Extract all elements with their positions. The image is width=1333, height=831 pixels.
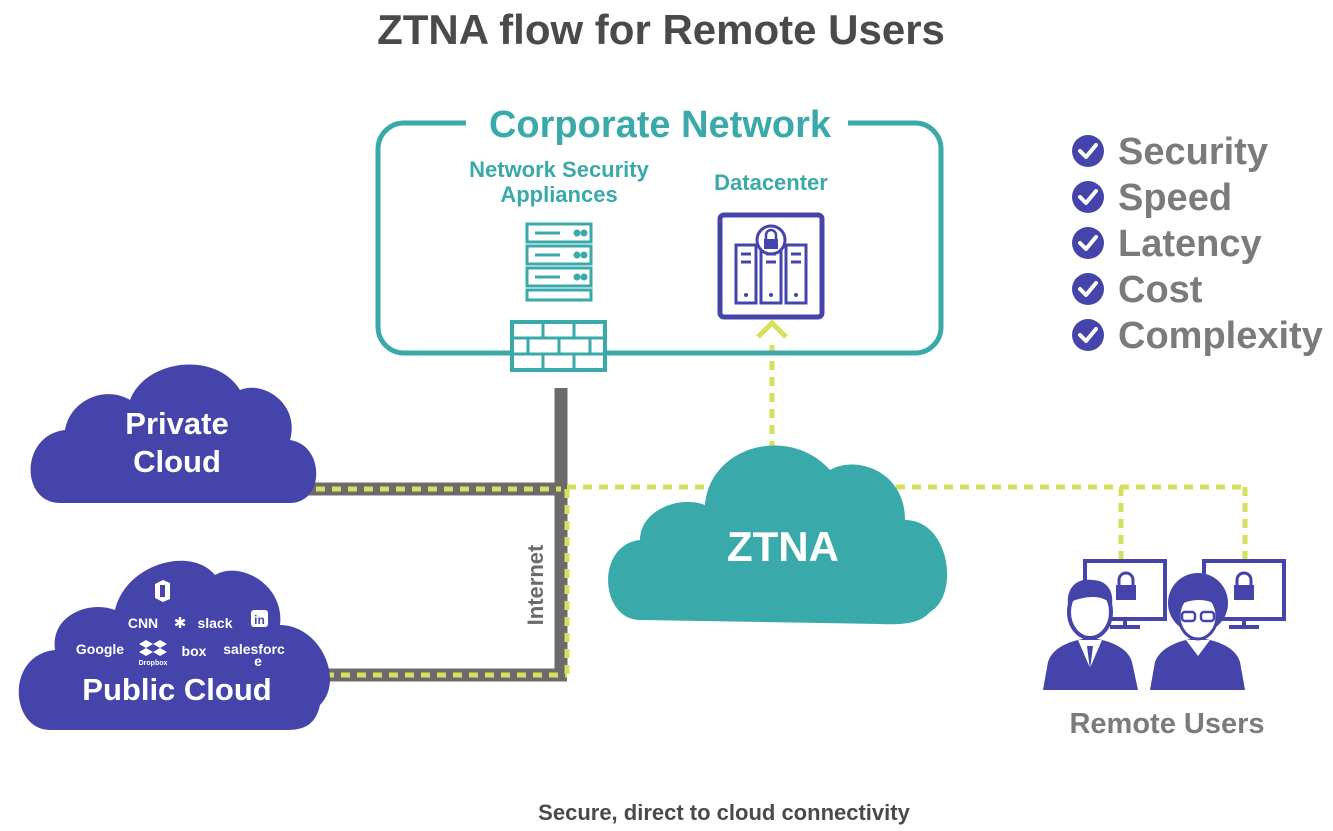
corporate-network-border [375,120,944,356]
corporate-network-label: Corporate Network [489,104,832,146]
datacenter-arrowhead [756,319,788,339]
private-cloud-shape [30,364,317,503]
ztna-cloud: ZTNA [608,445,948,625]
ztna-label: ZTNA [727,523,839,570]
public-cloud: Public Cloud CNN ✱ slack in Google Dropb… [18,560,331,730]
benefit-item: Latency [1072,223,1262,265]
user-icon [1043,579,1138,690]
remote-users-label: Remote Users [1069,708,1264,740]
check-circle-icon [1072,135,1104,167]
firewall-icon [510,320,607,372]
datacenter-label: Datacenter [714,170,828,195]
benefit-label: Latency [1118,223,1262,265]
check-circle-icon [1072,227,1104,259]
benefit-item: Security [1072,131,1268,173]
benefit-item: Speed [1072,177,1232,219]
dropbox-logo: Dropbox [139,660,168,667]
box-logo: box [182,643,207,659]
corporate-network-box: Corporate Network Network Security Appli… [375,100,944,372]
svg-text:✱: ✱ [174,614,187,632]
slack-icon: ✱ [174,614,187,632]
datacenter-lock-icon [717,212,825,320]
linkedin-logo-text: in [254,613,265,627]
corporate-network-label-bg [466,100,848,148]
benefit-label: Cost [1118,269,1203,311]
appliances-label-line1: Network Security [469,157,649,182]
linkedin-icon: in [251,610,268,627]
salesforce-logo-line1: salesforc [223,641,285,657]
user-icon [1150,573,1245,690]
ztna-cloud-shape [608,445,948,625]
check-circle-icon [1072,273,1104,305]
benefit-item: Complexity [1072,315,1323,357]
public-cloud-shape [18,560,331,730]
internet-label: Internet [523,544,548,625]
benefit-label: Complexity [1118,315,1323,357]
public-cloud-label: Public Cloud [82,672,271,707]
private-cloud: Private Cloud [30,364,317,503]
office-icon [155,580,170,602]
salesforce-logo-line2: e [254,653,262,669]
server-icon [525,222,593,302]
private-cloud-label-line2: Cloud [133,444,221,479]
dropbox-icon: Dropbox [139,640,168,667]
google-logo: Google [76,641,124,657]
check-circle-icon [1072,181,1104,213]
caption: Secure, direct to cloud connectivity [538,800,910,825]
check-circle-icon [1072,319,1104,351]
benefit-item: Cost [1072,269,1203,311]
benefit-label: Security [1118,131,1268,173]
cnn-logo: CNN [128,615,158,631]
private-cloud-label-line1: Private [125,406,228,441]
appliances-label-line2: Appliances [500,182,617,207]
diagram-title: ZTNA flow for Remote Users [377,6,945,53]
slack-logo: slack [197,615,232,631]
remote-users: Remote Users [1043,559,1286,740]
benefit-label: Speed [1118,177,1232,219]
